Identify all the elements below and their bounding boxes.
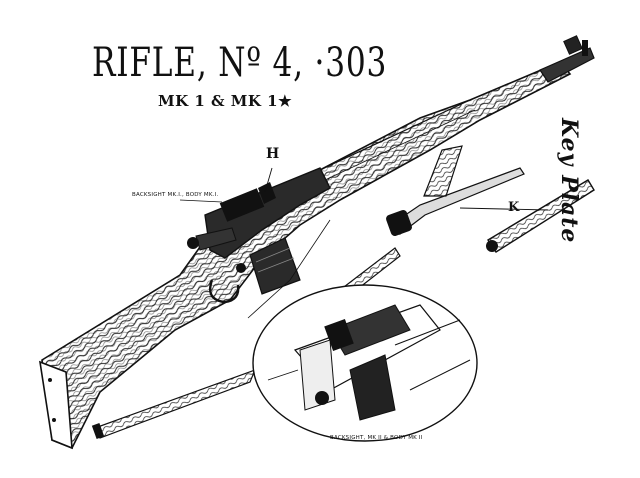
rifle-receiver	[187, 167, 331, 304]
label-k: K	[508, 200, 520, 215]
fore-end-swivel	[423, 145, 463, 197]
inset-detail	[252, 284, 478, 442]
leader-lines	[179, 167, 331, 319]
rifle-barrel	[539, 35, 595, 83]
diagram-subtitle: MK 1 & MK 1★	[158, 92, 293, 110]
label-backsight-mk1: BACKSIGHT MK.I., BODY MK.I.	[132, 192, 219, 198]
key-plate-label: Key Plate	[556, 118, 582, 244]
label-backsight-mk2: BACKSIGHT, MK II & BODY MK II	[330, 435, 423, 441]
diagram-title: RIFLE, Nº 4, ·303	[92, 40, 388, 86]
bayonet-and-scabbard	[386, 167, 595, 253]
label-h: H	[266, 146, 280, 162]
